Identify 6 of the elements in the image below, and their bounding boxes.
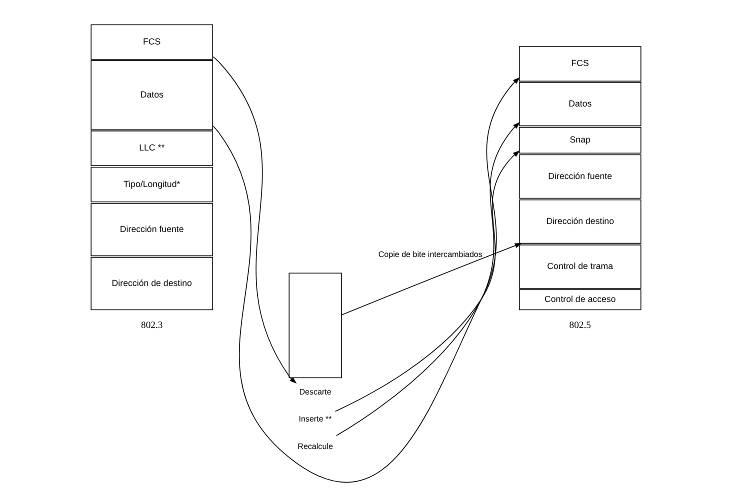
node-text: Descarte bbox=[299, 387, 332, 396]
node-text: Recalcule bbox=[298, 442, 333, 451]
node-text: Inserte ** bbox=[298, 414, 332, 424]
edge-label: Copie de bite intercambiados bbox=[378, 250, 482, 259]
label: 802.5 bbox=[569, 320, 591, 331]
label: 802.3 bbox=[141, 320, 163, 331]
